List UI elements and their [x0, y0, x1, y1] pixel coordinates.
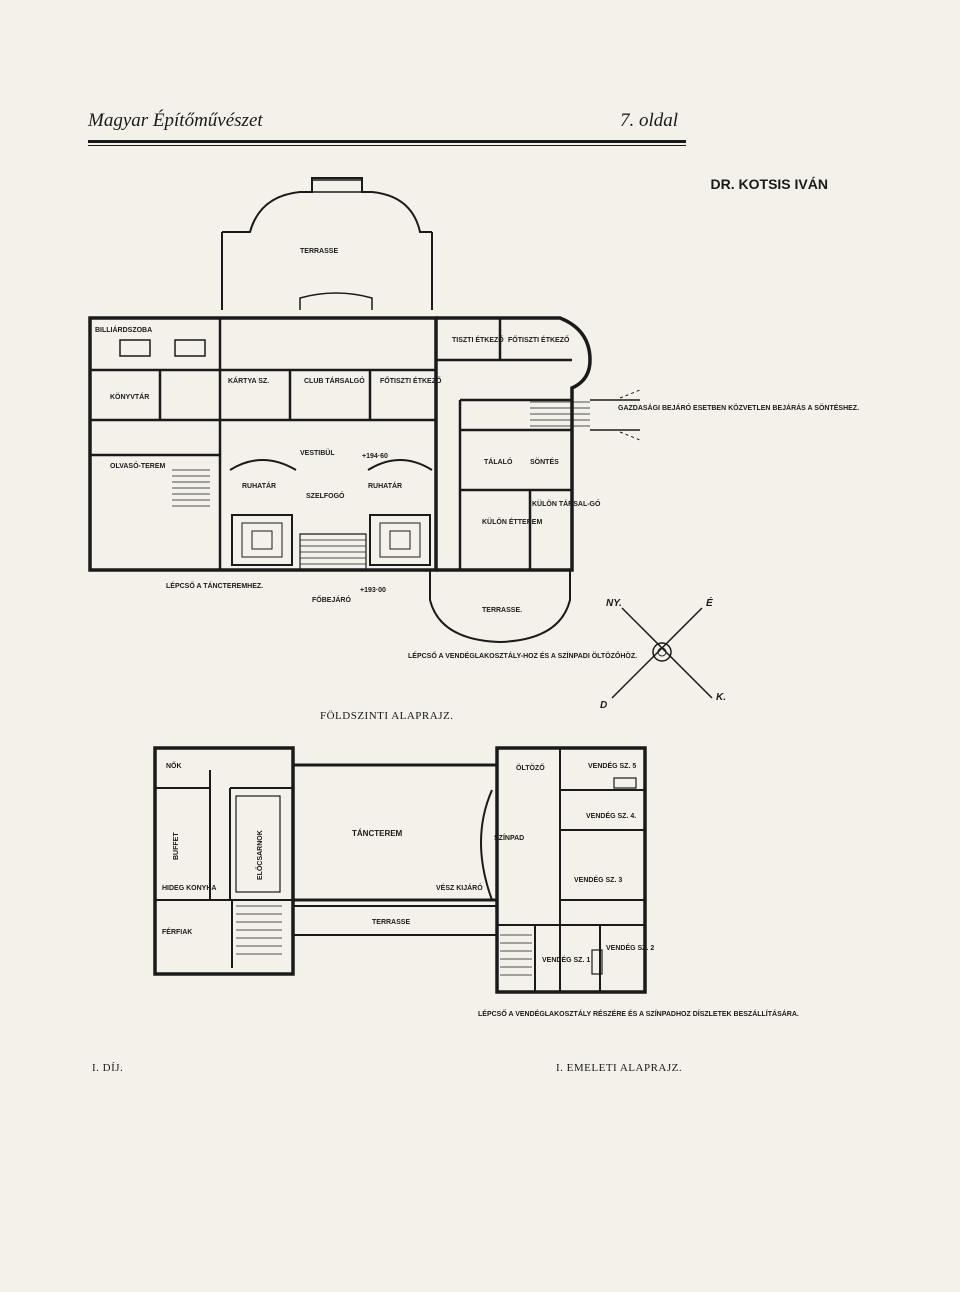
label-guest2: VENDÉG SZ. 2	[606, 943, 654, 952]
label-ff-terrace: TERRASSE	[372, 919, 410, 926]
label-chief-dining: FŐTISZTI ÉTKEZŐ	[508, 335, 570, 344]
header-rule-thin	[88, 145, 686, 146]
label-card-room: KÁRTYA SZ.	[228, 376, 269, 385]
page-number: 7. oldal	[620, 110, 679, 131]
label-stage: SZÍNPAD	[494, 833, 524, 842]
journal-title: Magyar Építőművészet	[88, 110, 263, 131]
label-guest4: VENDÉG SZ. 4.	[586, 811, 636, 820]
label-cloakroom-right: RUHATÁR	[368, 481, 402, 490]
compass-se: K.	[716, 692, 726, 703]
label-ballroom: TÁNCTEREM	[352, 829, 403, 838]
label-guest1: VENDÉG SZ. 1	[542, 955, 590, 964]
label-men: FÉRFIAK	[162, 927, 192, 936]
label-main-entrance: FŐBEJÁRÓ	[312, 595, 351, 604]
label-vestibule: VESTIBÜL	[300, 448, 335, 457]
prize-caption: I. DÍJ.	[92, 1062, 124, 1074]
label-level-1: +194·60	[362, 453, 388, 460]
label-cloakroom-left: RUHATÁR	[242, 481, 276, 490]
label-billiard: BILLIÁRDSZOBA	[95, 325, 152, 334]
author-name: DR. KOTSIS IVÁN	[710, 176, 828, 192]
label-stairs-note: LÉPCSŐ A VENDÉGLAKOSZTÁLY RÉSZÉRE ÉS A S…	[478, 1009, 799, 1018]
label-officers-dining: TISZTI ÉTKEZŐ	[452, 335, 504, 344]
label-private-dining: KÜLÖN ÉTTEREM	[482, 517, 542, 526]
label-stairs-dance: LÉPCSŐ A TÁNCTEREMHEZ.	[166, 581, 263, 590]
header-rule	[88, 140, 686, 143]
label-cold-kitchen: HIDEG KONYHA	[162, 885, 216, 892]
label-main-dining: FŐTISZTI ÉTKEZŐ	[380, 376, 442, 385]
label-reading-room: OLVASÓ-TEREM	[110, 461, 166, 470]
first-floor-caption: I. EMELETI ALAPRAJZ.	[556, 1062, 683, 1074]
label-stairs-guest: LÉPCSŐ A VENDÉGLAKOSZTÁLY-HOZ ÉS A SZÍNP…	[408, 651, 637, 660]
label-washing: SÖNTÉS	[530, 457, 559, 466]
label-women: NŐK	[166, 761, 182, 770]
label-dressing: ÖLTÖZŐ	[516, 763, 545, 772]
label-buffet: BUFFET	[173, 832, 180, 860]
label-library: KÖNYVTÁR	[110, 392, 149, 401]
compass-sw: D	[600, 700, 607, 711]
label-barber: SZELFOGÓ	[306, 491, 345, 500]
label-farm-entrance: GAZDASÁGI BEJÁRÓ ESETBEN KÖZVETLEN BEJÁR…	[618, 403, 859, 412]
label-pantry: TÁLALÓ	[484, 457, 513, 466]
label-private-salon: KÜLÖN TÁRSAL-GÓ	[532, 499, 601, 508]
label-stage-exit: VÉSZ KIJÁRÓ	[436, 883, 483, 892]
compass-nw: NY.	[606, 598, 622, 609]
label-terrace-top: TERRASSE	[300, 248, 338, 255]
label-club-room: CLUB TÁRSALGÓ	[304, 376, 365, 385]
label-level-2: +193·00	[360, 587, 386, 594]
ground-floor-caption: FÖLDSZINTI ALAPRAJZ.	[320, 710, 454, 722]
compass-ne: É	[706, 596, 713, 609]
label-guest5: VENDÉG SZ. 5	[588, 761, 636, 770]
label-guest3: VENDÉG SZ. 3	[574, 875, 622, 884]
label-terrace-bottom: TERRASSE.	[482, 607, 522, 614]
label-anteroom: ELŐCSARNOK	[255, 830, 264, 880]
